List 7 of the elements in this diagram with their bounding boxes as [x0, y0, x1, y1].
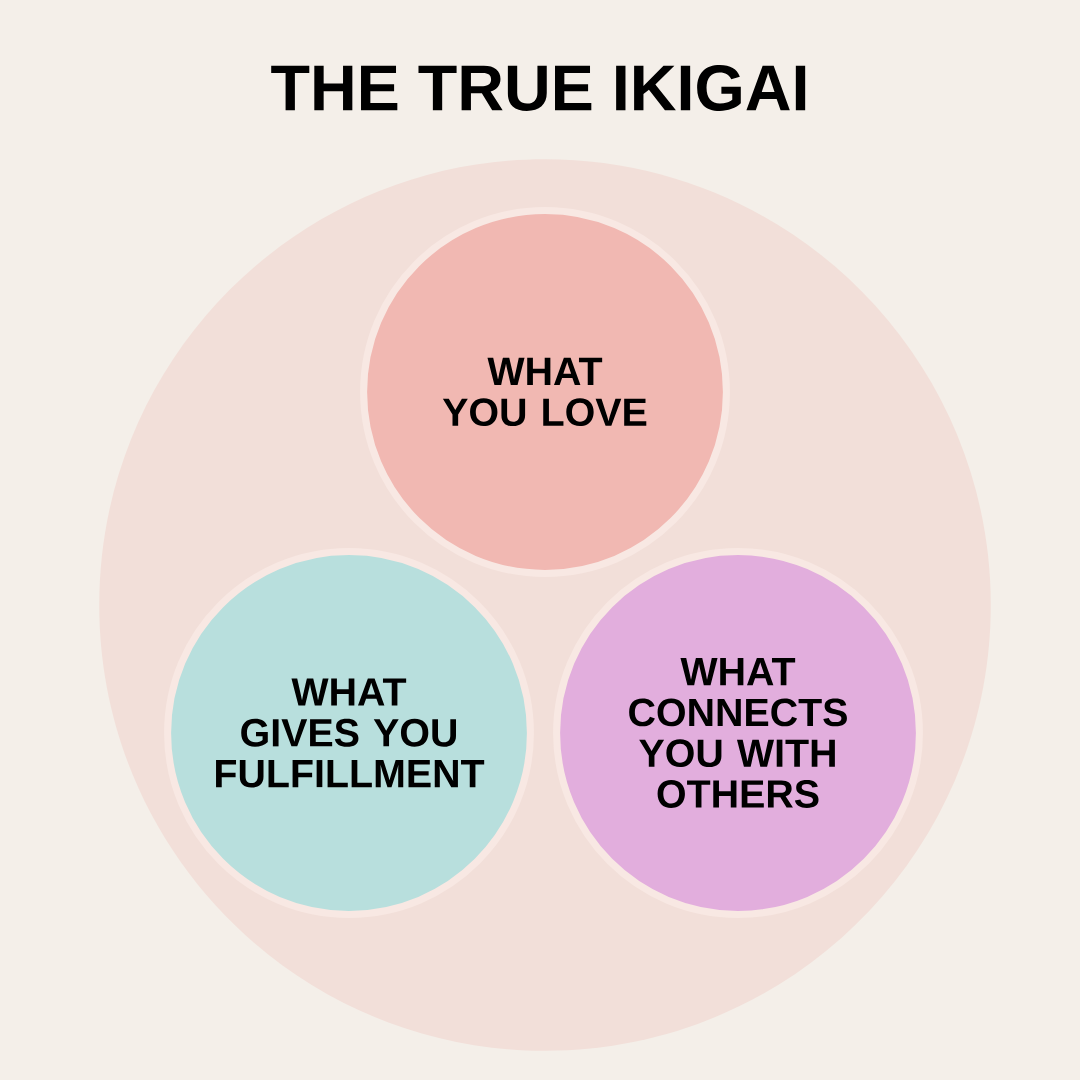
topic-circle [360, 207, 730, 577]
topic-circle [164, 548, 534, 918]
title: THE TRUE IKIGAI [271, 65, 806, 111]
topic-circle [553, 548, 923, 918]
topic-label: WHAT CONNECTS YOU WITH OTHERS [629, 658, 847, 808]
topic-label: WHAT YOU LOVE [442, 357, 647, 427]
topic-label: WHAT GIVES YOU FULFILLMENT [216, 678, 485, 788]
